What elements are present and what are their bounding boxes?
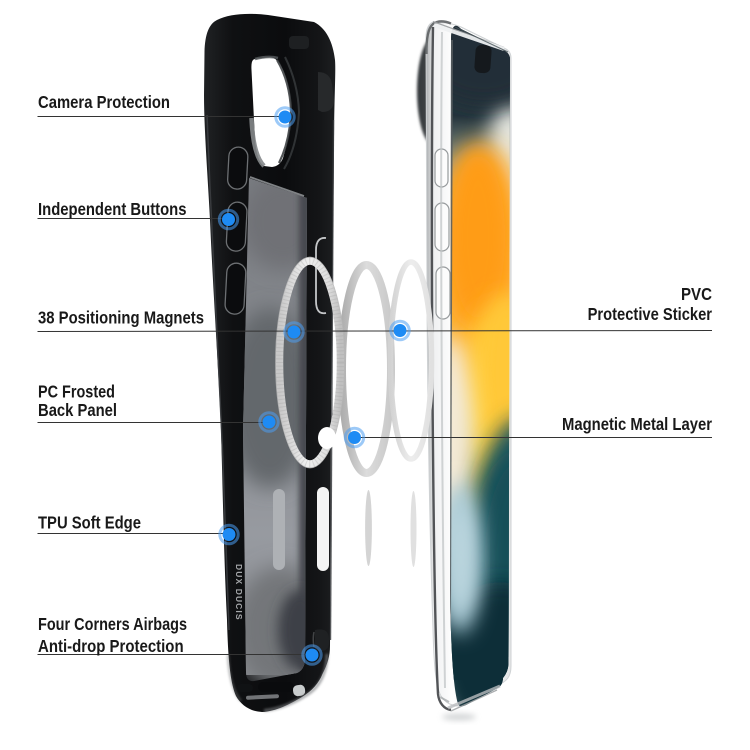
svg-text:PVC: PVC: [681, 284, 712, 304]
svg-text:Four Corners Airbags: Four Corners Airbags: [38, 614, 187, 634]
svg-text:Magnetic Metal Layer: Magnetic Metal Layer: [562, 414, 712, 434]
svg-text:DUX DUCIS: DUX DUCIS: [234, 564, 244, 621]
svg-text:Protective Sticker: Protective Sticker: [588, 304, 713, 324]
svg-text:38 Positioning Magnets: 38 Positioning Magnets: [38, 308, 204, 328]
svg-text:PC Frosted: PC Frosted: [38, 382, 115, 402]
svg-text:Anti-drop Protection: Anti-drop Protection: [38, 636, 184, 656]
svg-text:Camera Protection: Camera Protection: [38, 92, 170, 112]
svg-text:Back Panel: Back Panel: [38, 400, 117, 420]
svg-text:TPU Soft Edge: TPU Soft Edge: [38, 513, 141, 533]
svg-text:Independent Buttons: Independent Buttons: [38, 199, 187, 219]
